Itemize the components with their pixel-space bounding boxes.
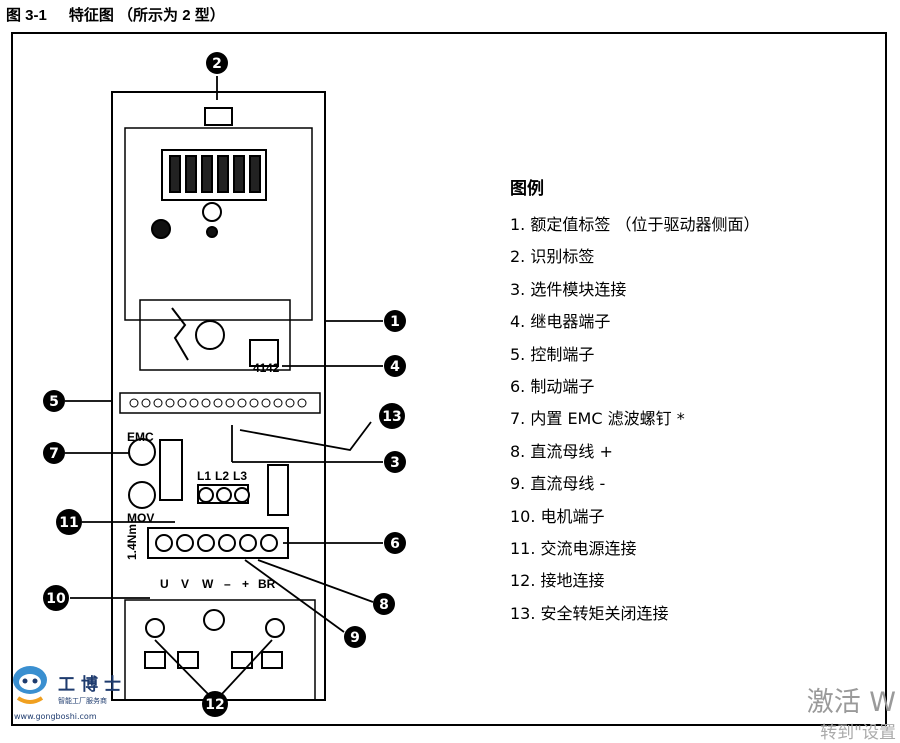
legend-item: 11. 交流电源连接 bbox=[510, 538, 637, 558]
legend-title: 图例 bbox=[510, 179, 544, 199]
label-v: V bbox=[181, 577, 189, 591]
label-plus: + bbox=[242, 577, 249, 591]
legend-item: 1. 额定值标签 （位于驱动器侧面） bbox=[510, 215, 760, 234]
legend-item: 4. 继电器端子 bbox=[510, 312, 611, 332]
device-labels: EMC MOV L1 L2 L3 U V W – + BR 41 42 1.4N… bbox=[125, 361, 280, 591]
callout-6: 6 bbox=[384, 532, 406, 554]
gongboshi-logo: 工博士 智能工厂服务商 www.gongboshi.com bbox=[10, 658, 160, 728]
activation-watermark-sub: 转到"设置 bbox=[820, 723, 896, 743]
figure-title: 特征图 （所示为 2 型） bbox=[68, 7, 225, 24]
svg-text:7: 7 bbox=[49, 446, 59, 462]
callout-4: 4 bbox=[384, 355, 406, 377]
legend-item: 2. 识别标签 bbox=[510, 247, 595, 267]
label-torque: 1.4Nm bbox=[125, 524, 139, 560]
callout-5: 5 bbox=[43, 390, 65, 412]
label-l3: L3 bbox=[233, 469, 247, 483]
leader-lines bbox=[65, 76, 383, 696]
callout-7: 7 bbox=[43, 442, 65, 464]
callout-8: 8 bbox=[373, 593, 395, 615]
legend-item: 3. 选件模块连接 bbox=[510, 279, 627, 299]
legend-item: 7. 内置 EMC 滤波螺钉 * bbox=[510, 409, 685, 429]
legend-item: 9. 直流母线 - bbox=[510, 474, 606, 494]
svg-text:5: 5 bbox=[49, 394, 59, 410]
svg-text:6: 6 bbox=[390, 536, 400, 552]
legend-item: 10. 电机端子 bbox=[510, 506, 605, 526]
legend-item: 12. 接地连接 bbox=[510, 571, 605, 591]
svg-text:4: 4 bbox=[390, 359, 400, 375]
figure-frame bbox=[11, 32, 887, 726]
legend-item: 6. 制动端子 bbox=[510, 376, 595, 396]
legend-list: 1. 额定值标签 （位于驱动器侧面） 2. 识别标签 3. 选件模块连接 4. … bbox=[510, 209, 759, 630]
label-emc: EMC bbox=[127, 430, 154, 444]
svg-text:1: 1 bbox=[390, 314, 400, 330]
legend-item: 13. 安全转矩关闭连接 bbox=[510, 603, 669, 623]
callout-2: 2 bbox=[206, 52, 228, 74]
label-br: BR bbox=[258, 577, 276, 591]
logo-name: 工博士 bbox=[58, 675, 127, 695]
svg-text:11: 11 bbox=[59, 515, 78, 531]
callout-1: 1 bbox=[384, 310, 406, 332]
svg-text:9: 9 bbox=[350, 630, 360, 646]
callout-13: 13 bbox=[379, 403, 405, 429]
callout-3: 3 bbox=[384, 451, 406, 473]
figure-caption: 图 3-1 特征图 （所示为 2 型） bbox=[6, 4, 225, 25]
svg-text:2: 2 bbox=[212, 56, 222, 72]
label-l1: L1 bbox=[197, 469, 211, 483]
activation-watermark: 激活 W bbox=[806, 687, 896, 718]
svg-text:13: 13 bbox=[382, 409, 401, 425]
svg-text:10: 10 bbox=[46, 591, 66, 607]
label-mov: MOV bbox=[127, 511, 154, 525]
legend-item: 8. 直流母线 + bbox=[510, 441, 613, 461]
robot-mascot-icon bbox=[13, 666, 47, 704]
callout-11: 11 bbox=[56, 509, 82, 535]
label-l2: L2 bbox=[215, 469, 229, 483]
callout-12: 12 bbox=[202, 691, 228, 717]
svg-text:3: 3 bbox=[390, 455, 400, 471]
label-w: W bbox=[202, 577, 214, 591]
callouts: 1 2 3 4 5 6 7 8 9 10 11 12 13 bbox=[43, 52, 406, 717]
label-relay-41: 41 bbox=[253, 361, 267, 375]
label-relay-42: 42 bbox=[266, 361, 280, 375]
legend-item: 5. 控制端子 bbox=[510, 344, 595, 364]
label-u: U bbox=[160, 577, 169, 591]
callout-9: 9 bbox=[344, 626, 366, 648]
callout-10: 10 bbox=[43, 585, 69, 611]
legend: 图例 1. 额定值标签 （位于驱动器侧面） 2. 识别标签 3. 选件模块连接 … bbox=[510, 174, 759, 630]
label-minus: – bbox=[224, 577, 231, 591]
drive-housing bbox=[111, 91, 326, 701]
svg-text:12: 12 bbox=[205, 697, 224, 713]
figure-number: 图 3-1 bbox=[6, 7, 47, 24]
logo-url: www.gongboshi.com bbox=[14, 712, 97, 721]
svg-text:8: 8 bbox=[379, 597, 389, 613]
logo-tagline: 智能工厂服务商 bbox=[58, 697, 107, 705]
